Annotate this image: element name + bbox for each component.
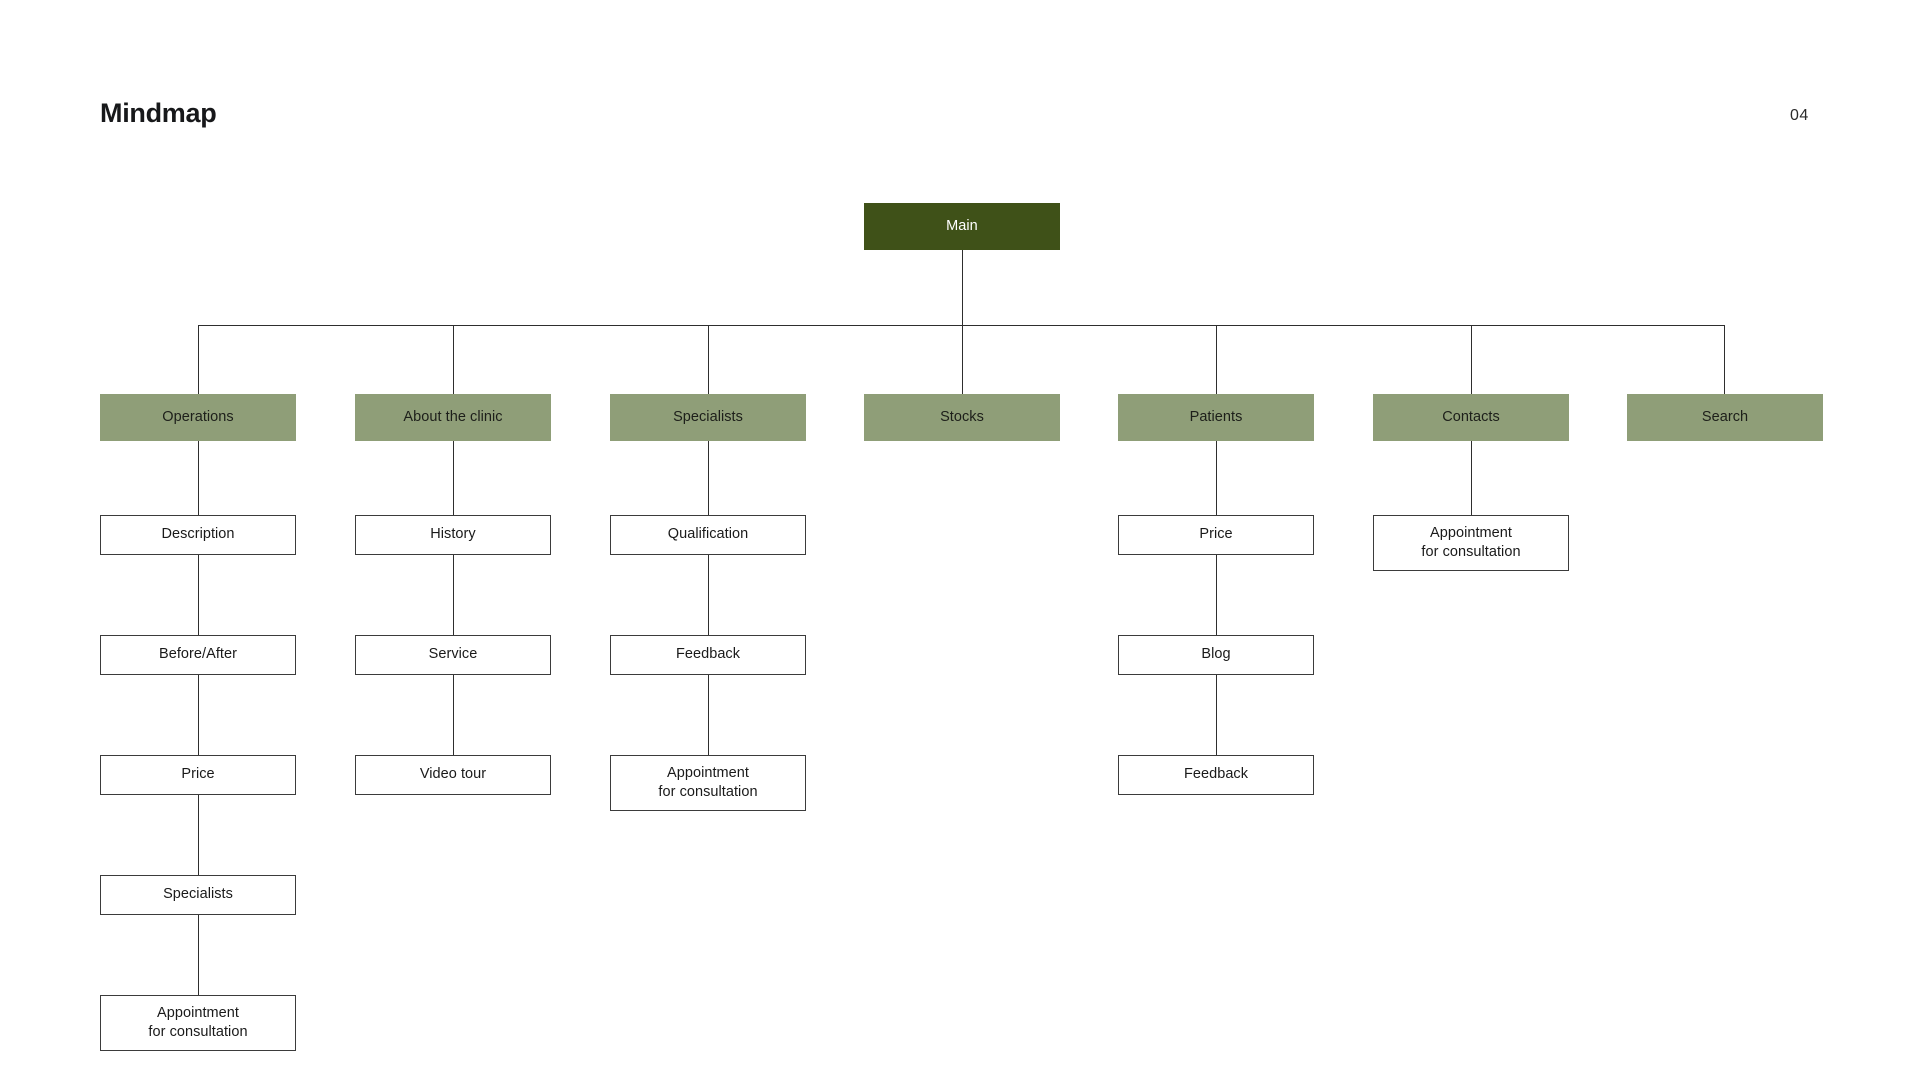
node-leaf-operations-before-after[interactable]: Before/After — [100, 635, 296, 675]
node-leaf-about-the-clinic-video-tour[interactable]: Video tour — [355, 755, 551, 795]
node-leaf-patients-feedback[interactable]: Feedback — [1118, 755, 1314, 795]
node-label: Specialists — [673, 408, 743, 425]
connector-bus-horizontal — [198, 325, 1724, 326]
node-label: About the clinic — [403, 408, 503, 425]
node-label: Operations — [162, 408, 234, 425]
node-leaf-about-the-clinic-service[interactable]: Service — [355, 635, 551, 675]
node-label: Stocks — [940, 408, 984, 425]
node-label: Feedback — [675, 646, 741, 663]
page-number: 04 — [1790, 107, 1809, 124]
connector-operations-2 — [198, 555, 199, 635]
node-label: History — [430, 526, 476, 543]
node-leaf-specialists-qualification[interactable]: Qualification — [610, 515, 806, 555]
node-leaf-patients-blog[interactable]: Blog — [1118, 635, 1314, 675]
node-section-operations[interactable]: Operations — [100, 394, 296, 441]
node-leaf-operations-price[interactable]: Price — [100, 755, 296, 795]
connector-operations-3 — [198, 675, 199, 755]
node-label: Blog — [1201, 646, 1231, 663]
node-label: Video tour — [419, 766, 487, 783]
node-leaf-operations-specialists[interactable]: Specialists — [100, 875, 296, 915]
connector-bus-to-about-the-clinic — [453, 325, 454, 394]
node-leaf-about-the-clinic-history[interactable]: History — [355, 515, 551, 555]
connector-bus-to-patients — [1216, 325, 1217, 394]
node-leaf-specialists-feedback[interactable]: Feedback — [610, 635, 806, 675]
node-label: Patients — [1189, 408, 1243, 425]
connector-bus-to-search — [1724, 325, 1725, 394]
connector-patients-1 — [1216, 441, 1217, 515]
page-title: Mindmap — [100, 98, 217, 128]
connector-about-the-clinic-3 — [453, 675, 454, 755]
connector-specialists-1 — [708, 441, 709, 515]
node-root-main[interactable]: Main — [864, 203, 1060, 250]
node-label: Search — [1701, 408, 1749, 425]
node-leaf-operations-description[interactable]: Description — [100, 515, 296, 555]
node-section-stocks[interactable]: Stocks — [864, 394, 1060, 441]
node-label: Service — [428, 646, 478, 663]
connector-bus-to-specialists — [708, 325, 709, 394]
connector-operations-1 — [198, 441, 199, 515]
connector-specialists-3 — [708, 675, 709, 755]
node-section-specialists[interactable]: Specialists — [610, 394, 806, 441]
node-section-about-the-clinic[interactable]: About the clinic — [355, 394, 551, 441]
connector-bus-to-operations — [198, 325, 199, 394]
connector-specialists-2 — [708, 555, 709, 635]
connector-about-the-clinic-1 — [453, 441, 454, 515]
node-label: Description — [161, 526, 235, 543]
node-label: Qualification — [667, 526, 749, 543]
node-label: Main — [946, 217, 978, 234]
node-label: Before/After — [159, 646, 237, 663]
connector-patients-3 — [1216, 675, 1217, 755]
connector-operations-5 — [198, 915, 199, 995]
node-label: Price — [1199, 526, 1233, 543]
node-label: Contacts — [1442, 408, 1500, 425]
node-leaf-patients-price[interactable]: Price — [1118, 515, 1314, 555]
connector-patients-2 — [1216, 555, 1217, 635]
connector-bus-to-stocks — [962, 325, 963, 394]
connector-bus-to-contacts — [1471, 325, 1472, 394]
connector-operations-4 — [198, 795, 199, 875]
connector-root-to-bus — [962, 250, 963, 325]
connector-about-the-clinic-2 — [453, 555, 454, 635]
node-section-contacts[interactable]: Contacts — [1373, 394, 1569, 441]
node-label: Specialists — [163, 886, 233, 903]
node-section-search[interactable]: Search — [1627, 394, 1823, 441]
connector-contacts-1 — [1471, 441, 1472, 515]
node-section-patients[interactable]: Patients — [1118, 394, 1314, 441]
node-label: Price — [181, 766, 215, 783]
node-label: Feedback — [1183, 766, 1249, 783]
